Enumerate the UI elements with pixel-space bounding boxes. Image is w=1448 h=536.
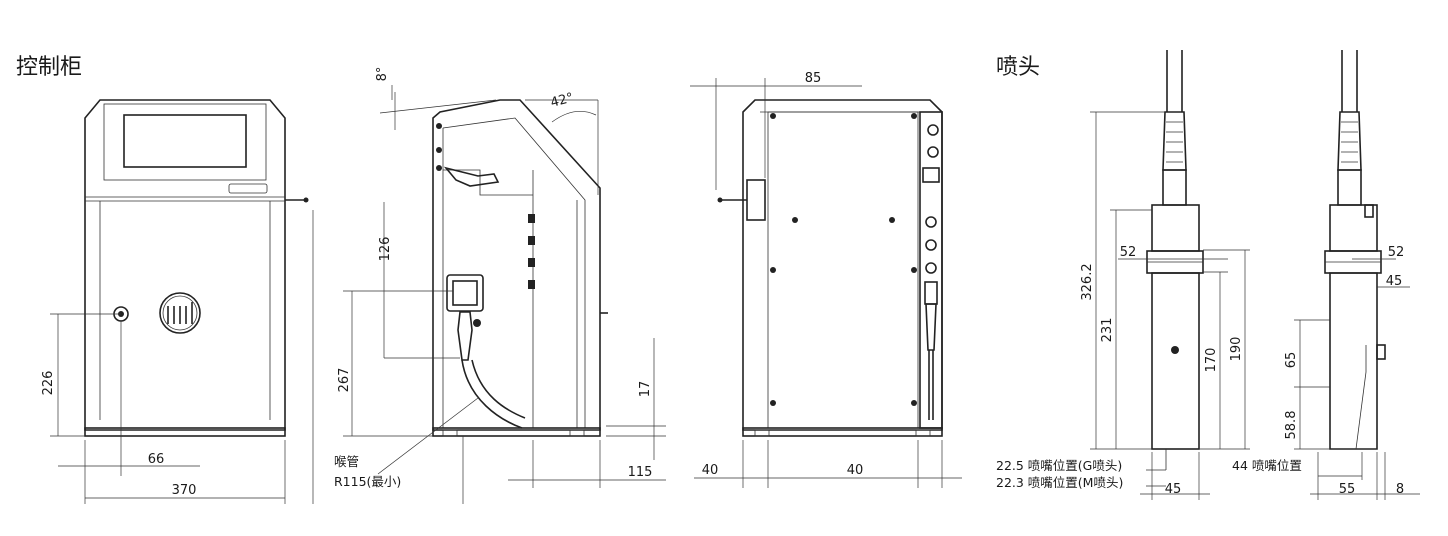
- dim-52-side: 52: [1388, 245, 1405, 260]
- dim-58-8: 58.8: [1284, 411, 1299, 440]
- nozzle-note-side: 44 喷嘴位置: [1232, 458, 1302, 473]
- conduit-radius-label: R115(最小): [334, 474, 401, 489]
- conduit-label: 喉管: [334, 454, 359, 469]
- dim-45-front: 45: [1165, 482, 1182, 497]
- dim-40-left: 40: [702, 463, 719, 478]
- dim-42deg: 42°: [549, 90, 575, 110]
- dim-126: 126: [378, 237, 393, 262]
- printhead-side-view: 52 45 65 58.8 44 喷嘴位置 55 8: [1232, 50, 1420, 500]
- brand-logo: [159, 292, 201, 334]
- dim-66: 66: [148, 452, 165, 467]
- dim-231: 231: [1100, 318, 1115, 343]
- dim-267: 267: [337, 368, 352, 393]
- dim-8deg: 8°: [375, 67, 390, 82]
- controller-front-view: 226 66 370: [41, 99, 314, 504]
- dim-40-right: 40: [847, 463, 864, 478]
- dim-170: 170: [1204, 348, 1219, 373]
- dim-17: 17: [638, 381, 653, 398]
- dim-65: 65: [1284, 352, 1299, 369]
- dim-8: 8: [1396, 482, 1404, 497]
- dim-326-2: 326.2: [1080, 263, 1095, 300]
- dim-115: 115: [628, 465, 653, 480]
- nozzle-note-m: 22.3 喷嘴位置(M喷头): [996, 475, 1123, 490]
- printhead-title: 喷头: [996, 55, 1040, 80]
- dim-226: 226: [41, 371, 56, 396]
- controller-side-view: 8° 42° 126 267 17 115 喉管 R115(最小): [334, 67, 666, 504]
- dim-370: 370: [172, 483, 197, 498]
- dim-85: 85: [805, 71, 822, 86]
- dim-55: 55: [1339, 482, 1356, 497]
- dim-45-side: 45: [1386, 274, 1403, 289]
- controller-back-view: 85 40 40: [690, 71, 962, 488]
- nozzle-note-g: 22.5 喷嘴位置(G喷头): [996, 458, 1122, 473]
- controller-title: 控制柜: [16, 55, 82, 80]
- printhead-front-view: 326.2 231 52 170 190 45 22.5 喷嘴位置(G喷头) 2…: [996, 50, 1250, 500]
- dim-52-front: 52: [1120, 245, 1137, 260]
- dim-190: 190: [1229, 337, 1244, 362]
